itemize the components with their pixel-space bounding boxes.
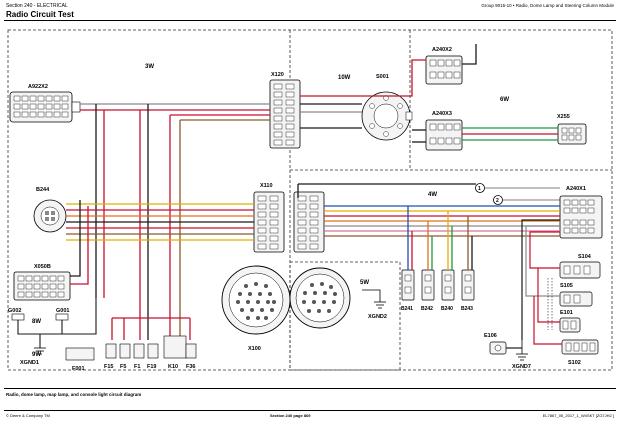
connector-b240 xyxy=(441,269,455,301)
relay-k10 xyxy=(163,335,187,359)
wires-upper xyxy=(300,44,558,143)
wires-4w xyxy=(297,183,560,270)
ground-wires-left xyxy=(17,298,97,348)
figure-caption: Radio, dome lamp, map lamp, and console … xyxy=(6,392,142,397)
fuse-f15 xyxy=(105,343,117,359)
wires-right xyxy=(506,219,562,349)
harness-labels: 3W 10W 6W 4W 5W 8W 9W xyxy=(32,64,509,358)
label-s001: S001 xyxy=(376,74,389,80)
label-e101: E101 xyxy=(560,310,573,316)
harness-4w: 4W xyxy=(428,192,437,198)
connector-x110 xyxy=(253,191,325,253)
footer-copyright: © Deere & Company TM xyxy=(6,413,50,418)
switch-s102 xyxy=(561,339,599,355)
harness-10w: 10W xyxy=(338,75,351,81)
label-x050b: X050B xyxy=(34,264,51,270)
fuse-f1 xyxy=(133,343,145,359)
fuse-f36 xyxy=(185,343,197,359)
group-label: Group 9015-10 • Radio, Dome Lamp and Ste… xyxy=(481,3,614,8)
label-f19: F19 xyxy=(147,364,156,370)
connector-round-5w xyxy=(289,267,351,329)
label-b244: B244 xyxy=(36,187,50,193)
wires-3w xyxy=(66,103,270,340)
connector-a922x2 xyxy=(9,91,81,123)
boundary-5w xyxy=(289,261,401,371)
label-xgnd1: XGND1 xyxy=(20,360,39,366)
footer-ref: EL7867_05_2017_1_W4SKT [ZG7JH2 ] xyxy=(542,413,614,418)
caption-rule xyxy=(4,388,616,389)
ref-marker-1 xyxy=(475,183,560,193)
ground-xgnd2 xyxy=(362,289,386,309)
fuse-blocks xyxy=(65,335,197,361)
ground-g001 xyxy=(55,313,69,321)
label-b242: B242 xyxy=(421,306,433,312)
label-x100: X100 xyxy=(248,346,261,352)
harness-6w: 6W xyxy=(500,97,509,103)
connector-x100 xyxy=(221,265,291,335)
connector-b241 xyxy=(401,269,415,301)
connector-b243 xyxy=(461,269,475,301)
label-xgnd2: XGND2 xyxy=(368,314,387,320)
label-a922x2: A922X2 xyxy=(28,84,48,90)
harness-8w: 8W xyxy=(32,319,41,325)
label-g002: G002 xyxy=(8,308,21,314)
connector-x120 xyxy=(269,79,301,149)
label-f001: F001 xyxy=(72,366,85,372)
fuse-f5 xyxy=(119,343,131,359)
switch-s001 xyxy=(361,91,413,141)
label-x110: X110 xyxy=(260,183,273,189)
ground-g002 xyxy=(11,313,25,321)
label-ref-1: 1 xyxy=(478,186,481,192)
switch-s105 xyxy=(559,291,593,307)
ref-marker-2 xyxy=(493,195,560,205)
label-f1: F1 xyxy=(134,364,140,370)
speaker-b244 xyxy=(33,199,67,233)
harness-3w: 3W xyxy=(145,64,154,70)
connector-x050b xyxy=(13,271,71,301)
label-s105: S105 xyxy=(560,283,573,289)
lamp-e101 xyxy=(559,317,581,333)
label-e106: E106 xyxy=(484,333,497,339)
page-title: Radio Circuit Test xyxy=(6,10,74,19)
label-f5: F5 xyxy=(120,364,126,370)
label-ref-2: 2 xyxy=(496,198,499,204)
label-b241: B241 xyxy=(401,306,413,312)
label-s102: S102 xyxy=(568,360,581,366)
connector-a240x2 xyxy=(425,55,463,85)
connector-b242 xyxy=(421,269,435,301)
label-f15: F15 xyxy=(104,364,113,370)
connector-a240x1 xyxy=(559,195,603,239)
header-rule xyxy=(4,20,616,21)
label-a240x3: A240X3 xyxy=(432,111,452,117)
label-x255: X255 xyxy=(557,114,570,120)
fuse-f19 xyxy=(147,343,159,359)
wires-right-dotted xyxy=(547,278,553,330)
switch-s104 xyxy=(559,261,601,279)
harness-5w: 5W xyxy=(360,280,369,286)
section-label: Section 240 - ELECTRICAL xyxy=(6,3,68,9)
fuse-f001 xyxy=(65,347,95,361)
label-a240x1: A240X1 xyxy=(566,186,586,192)
ground-xgnd1 xyxy=(34,347,46,355)
label-x120: X120 xyxy=(271,72,284,78)
label-xgnd7: XGND7 xyxy=(512,364,531,370)
footer-rule xyxy=(4,410,616,411)
connector-a240x3 xyxy=(425,119,463,151)
label-b243: B243 xyxy=(461,306,473,312)
label-s104: S104 xyxy=(578,254,592,260)
connector-x255 xyxy=(557,123,587,145)
label-f36: F36 xyxy=(186,364,195,370)
footer-page: Section 240 page 869 xyxy=(270,413,311,418)
label-b240: B240 xyxy=(441,306,453,312)
label-a240x2: A240X2 xyxy=(432,47,452,53)
ground-xgnd7 xyxy=(516,340,528,361)
label-k10: K10 xyxy=(168,364,178,370)
harness-9w: 9W xyxy=(32,352,41,358)
lamp-e106 xyxy=(489,341,507,355)
label-g001: G001 xyxy=(56,308,69,314)
connectors-b24x xyxy=(401,269,475,301)
